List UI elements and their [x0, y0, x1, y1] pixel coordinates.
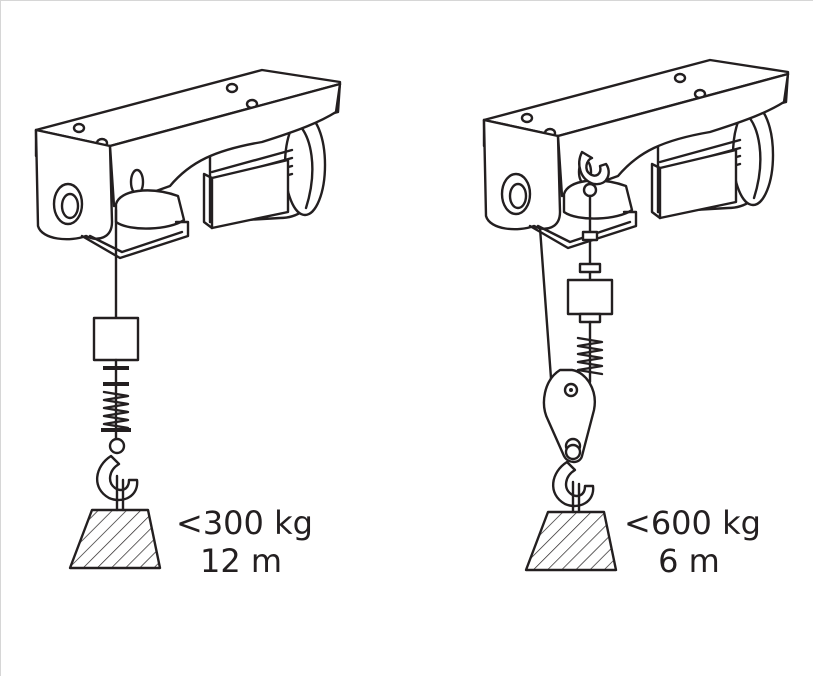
hoist-left: [34, 68, 342, 570]
limit-switch-weight: [566, 278, 614, 316]
capacity-label-right: <600 kg: [624, 504, 761, 542]
capacity-label-left: <300 kg: [176, 504, 313, 542]
load-weight: [68, 508, 162, 570]
spring: [576, 336, 604, 376]
load-weight: [524, 510, 618, 572]
lift-height-label-right: 6 m: [658, 542, 720, 580]
lift-height-label-left: 12 m: [199, 542, 283, 580]
spring: [101, 390, 131, 432]
hoist-right: [482, 58, 790, 572]
limit-switch-weight: [92, 316, 140, 362]
